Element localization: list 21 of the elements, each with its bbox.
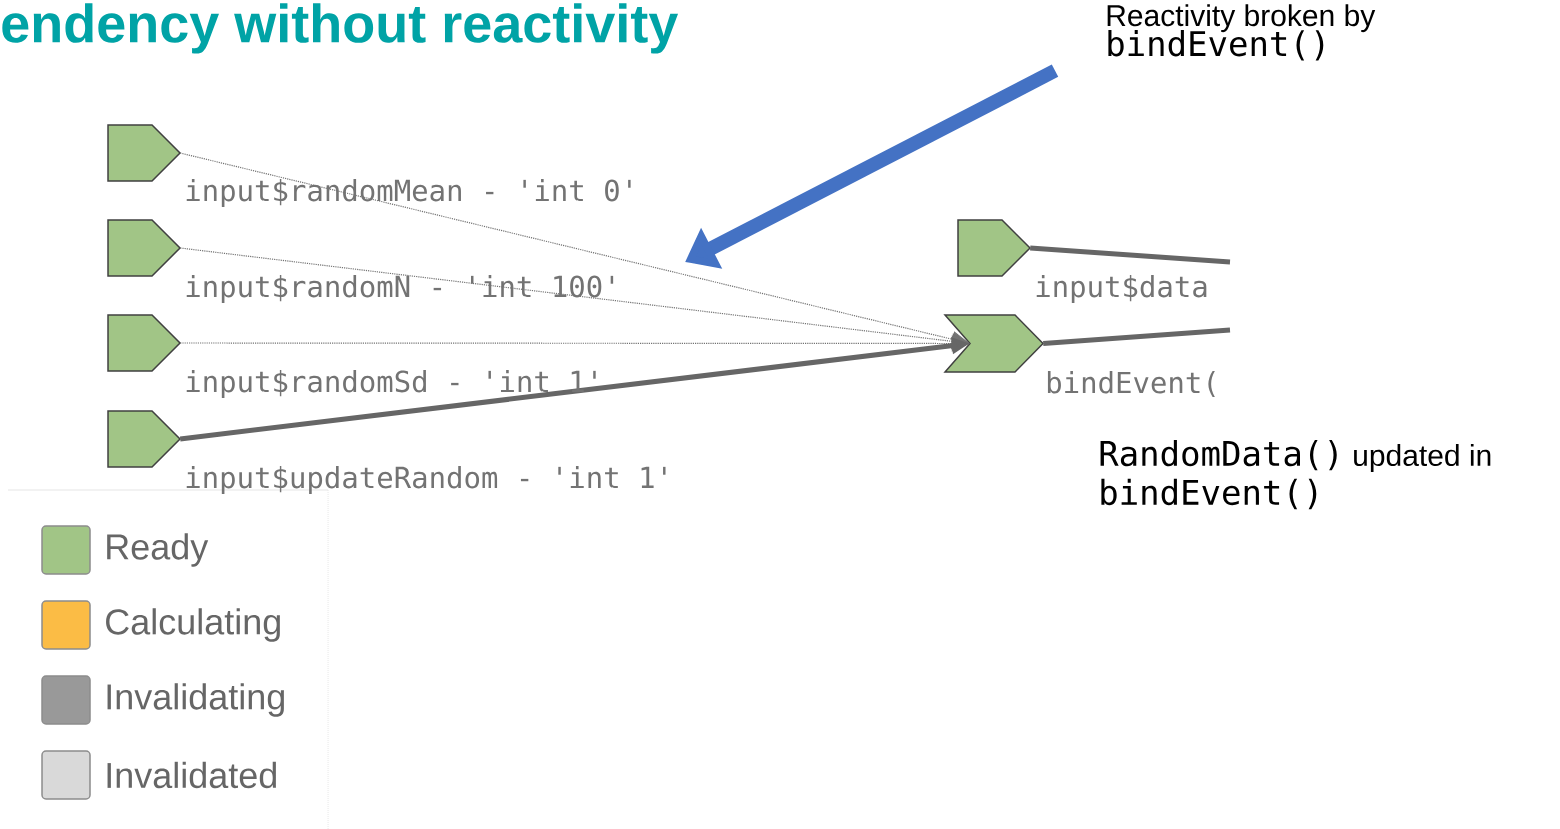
code-text: bindEvent(): [1101, 478, 1317, 510]
code-text: RandomData(): [1100, 439, 1337, 471]
slide-title: endency without reactivity: [2, 3, 679, 54]
node-label: input$data: [1036, 274, 1207, 304]
node-label: input$updateRandom - 'int 1': [186, 465, 666, 495]
reactive-node: [107, 124, 182, 182]
reactive-node: [107, 410, 182, 468]
node-label: bindEvent(: [1047, 371, 1215, 397]
reactive-node: [957, 219, 1032, 277]
connector-line: [1030, 245, 1231, 265]
legend-label: Calculating: [106, 608, 280, 642]
node-label: input$randomSd - 'int 1': [186, 369, 596, 399]
legend-label: Invalidating: [107, 683, 284, 717]
reactive-node: [107, 219, 182, 277]
note-text: updated in: [1354, 444, 1491, 473]
legend-label: Invalidated: [107, 761, 276, 789]
reactive-node: [107, 314, 182, 372]
legend-label: Ready: [107, 533, 209, 567]
node-label: input$randomN - 'int 100': [186, 274, 614, 304]
reactive-node: [943, 314, 1045, 373]
connector-line: [1043, 327, 1231, 346]
